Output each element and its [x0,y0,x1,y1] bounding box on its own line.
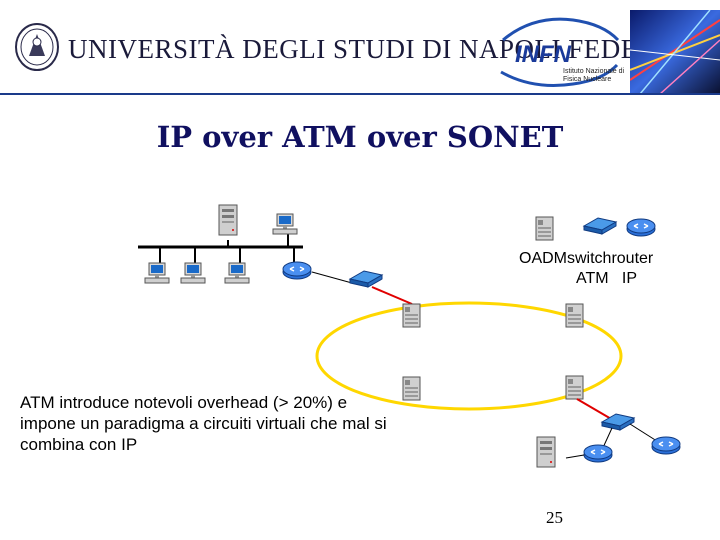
lan-workstation-icon [145,263,169,283]
page-number: 25 [546,508,563,528]
legend-switch-icon [584,218,616,234]
server-icon [537,437,555,467]
lan-workstation-icon [225,263,249,283]
router-switch-link [312,272,352,283]
lan-router-icon [283,262,311,279]
legend-labels: OADMswitchrouter [519,250,653,268]
oadm-icon [566,376,583,399]
lan-workstation-icon [181,263,205,283]
legend-oadm-icon [536,217,553,240]
note-text: ATM introduce notevoli overhead (> 20%) … [20,392,400,455]
oadm-icon [403,304,420,327]
legend-router-icon [627,219,655,236]
atm-switch-icon [350,271,382,287]
lan-server-icon [219,205,237,235]
oadm-icon [566,304,583,327]
legend-sublabels: ATM IP [576,270,637,288]
atm-link [372,287,412,304]
lan-workstation-icon [273,214,297,234]
atm-link [577,399,613,420]
oadm-icon [403,377,420,400]
router-icon [584,445,612,462]
router-icon [652,437,680,454]
